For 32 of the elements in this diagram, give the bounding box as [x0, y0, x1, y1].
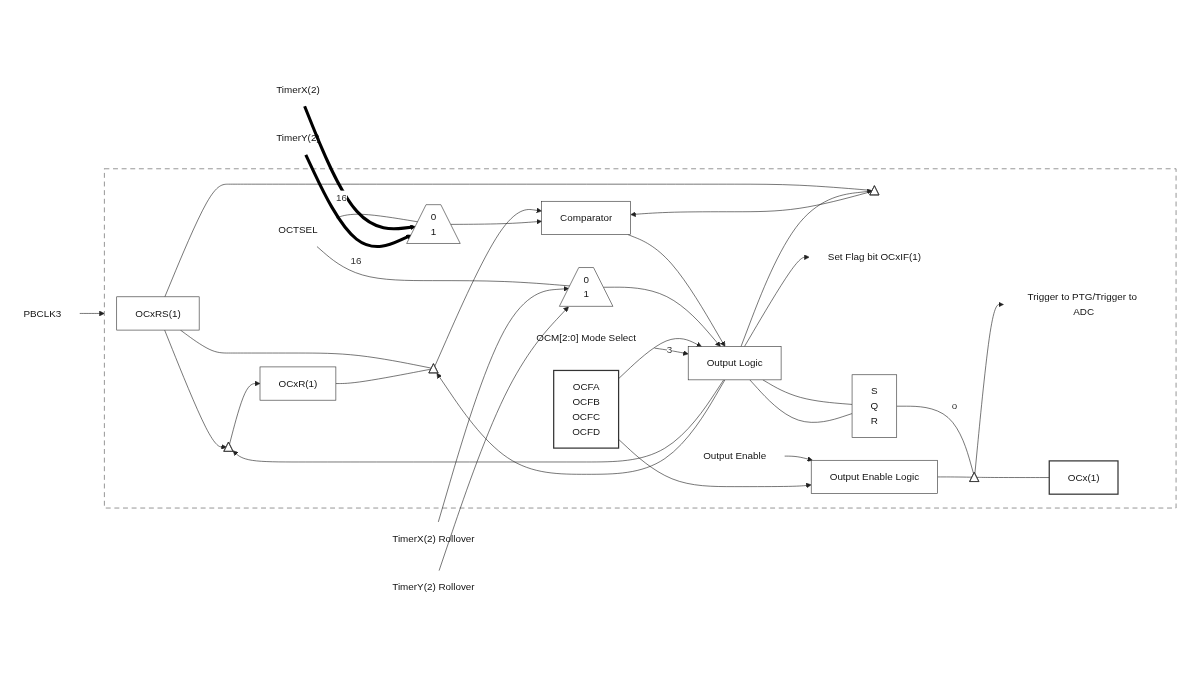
arrow: [304, 153, 412, 248]
node-text: TimerX(2): [276, 83, 320, 95]
connector: [762, 379, 853, 405]
connector: [937, 476, 973, 478]
connector: [316, 245, 571, 286]
node-box: Comparator: [541, 200, 631, 235]
connector: [749, 379, 853, 423]
node-box: OCxRS(1): [116, 296, 200, 330]
node-text: Output Enable: [703, 450, 767, 461]
connector: [335, 368, 432, 384]
edge-label: 3: [666, 344, 673, 355]
node-text: TimerY(2) Rollover: [392, 581, 475, 592]
node-box: S Q R: [851, 374, 898, 438]
edge-label: o: [951, 400, 958, 411]
cluster: [104, 168, 1177, 508]
node-text: OCTSEL: [278, 223, 318, 235]
edge-label: 16: [350, 254, 362, 266]
node-box: Output Logic: [687, 345, 782, 380]
node-box: OCx(1): [1048, 459, 1119, 495]
node-box: OCxR(1): [259, 366, 337, 401]
node-text: Set Flag bit OCxIF(1): [827, 251, 921, 262]
node-box: Output Enable Logic: [810, 459, 938, 494]
connector: [976, 476, 1050, 478]
node-text: PBCLK3: [23, 307, 62, 318]
node-text: OCM[2:0] Mode Select: [536, 332, 637, 343]
edge-label: 16: [336, 191, 347, 203]
node-text: Trigger to PTG/Trigger to ADC: [1027, 291, 1137, 317]
arrow: [303, 105, 416, 230]
node-box: OCFA OCFB OCFC OCFD: [553, 369, 620, 449]
connector: [180, 329, 432, 369]
connector: [896, 405, 974, 475]
node-text: TimerX(2) Rollover: [392, 532, 475, 544]
